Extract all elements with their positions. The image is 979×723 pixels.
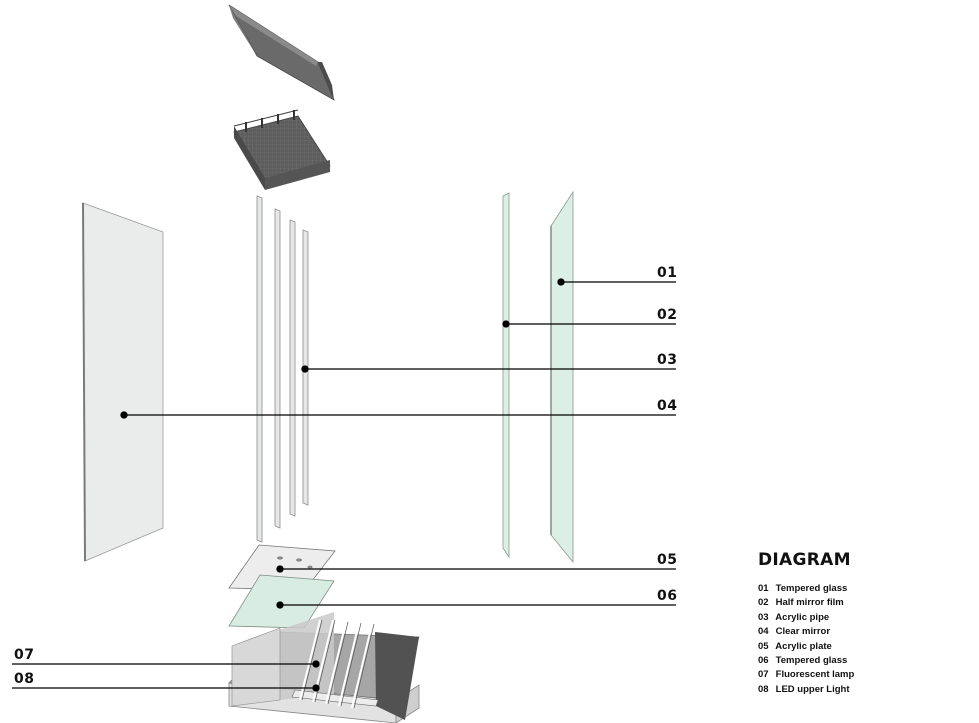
callout-05: 05 bbox=[657, 552, 678, 568]
louver-grid bbox=[233, 109, 331, 190]
legend-item: 02 Half mirror film bbox=[758, 597, 844, 609]
dot-08 bbox=[312, 684, 320, 692]
dot-02 bbox=[502, 320, 510, 328]
legend-item: 04 Clear mirror bbox=[758, 626, 831, 638]
callout-03: 03 bbox=[657, 352, 678, 368]
callout-02: 02 bbox=[657, 307, 678, 323]
callout-01: 01 bbox=[657, 265, 678, 281]
top-cover bbox=[228, 4, 335, 101]
callout-08: 08 bbox=[14, 671, 35, 687]
dot-07 bbox=[312, 660, 320, 668]
callout-04: 04 bbox=[657, 398, 678, 414]
acrylic-pipes bbox=[256, 195, 309, 543]
light-base bbox=[228, 612, 420, 723]
legend-item: 03 Acrylic pipe bbox=[758, 611, 830, 623]
legend-item: 05 Acrylic plate bbox=[758, 640, 832, 652]
dot-05 bbox=[276, 565, 284, 573]
legend: DIAGRAM 01 Tempered glass 02 Half mirror… bbox=[758, 550, 854, 697]
dot-06 bbox=[276, 601, 284, 609]
callout-07: 07 bbox=[14, 647, 35, 663]
legend-item: 06 Tempered glass bbox=[758, 654, 848, 666]
legend-item: 08 LED upper Light bbox=[758, 683, 850, 695]
leader-lines bbox=[12, 278, 676, 692]
tempered-glass-panel bbox=[550, 190, 574, 564]
legend-title: DIAGRAM bbox=[758, 550, 851, 570]
legend-item: 01 Tempered glass bbox=[758, 583, 848, 594]
clear-mirror-panel bbox=[82, 202, 164, 562]
half-mirror-film bbox=[502, 192, 510, 559]
dot-03 bbox=[301, 365, 309, 373]
dot-04 bbox=[120, 411, 128, 419]
dot-01 bbox=[557, 278, 565, 286]
callout-06: 06 bbox=[657, 588, 678, 604]
legend-item: 07 Fluorescent lamp bbox=[758, 669, 855, 681]
